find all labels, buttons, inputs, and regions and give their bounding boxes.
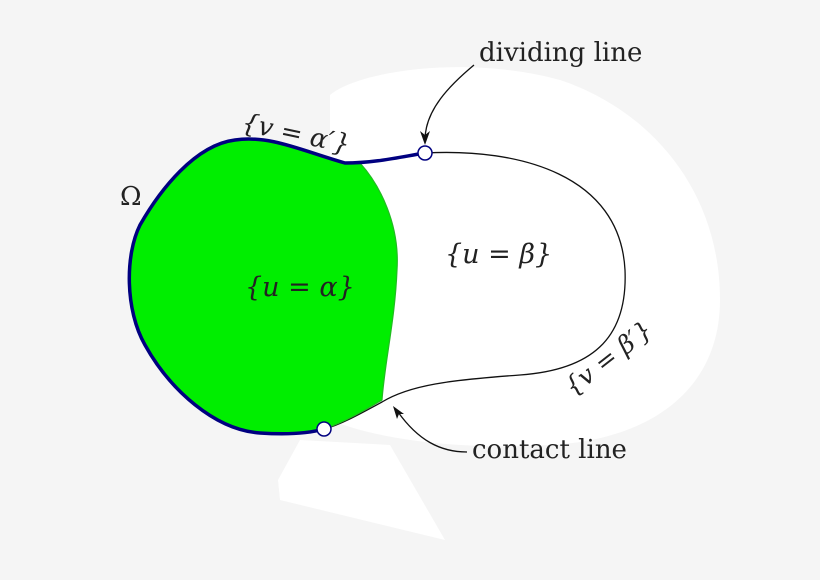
alpha-boundary (127, 137, 427, 436)
beta-region-boundary (323, 151, 626, 430)
background-blob-lower (278, 440, 445, 540)
beta-region-label: {u = β} (445, 239, 553, 270)
contact-point-marker (316, 421, 332, 437)
omega-label: Ω (120, 182, 142, 212)
contact-line-label: contact line (472, 435, 627, 465)
background-blob-upper (330, 67, 720, 447)
contact-line-arrowhead (393, 406, 404, 419)
dividing-line-arrowhead (420, 131, 430, 145)
alpha-region-label: {u = α} (245, 272, 355, 303)
dividing-point-marker (417, 145, 433, 161)
contact-line-arrow (397, 411, 468, 453)
dividing-line-label: dividing line (479, 38, 643, 68)
dividing-line-arrow (424, 64, 475, 141)
